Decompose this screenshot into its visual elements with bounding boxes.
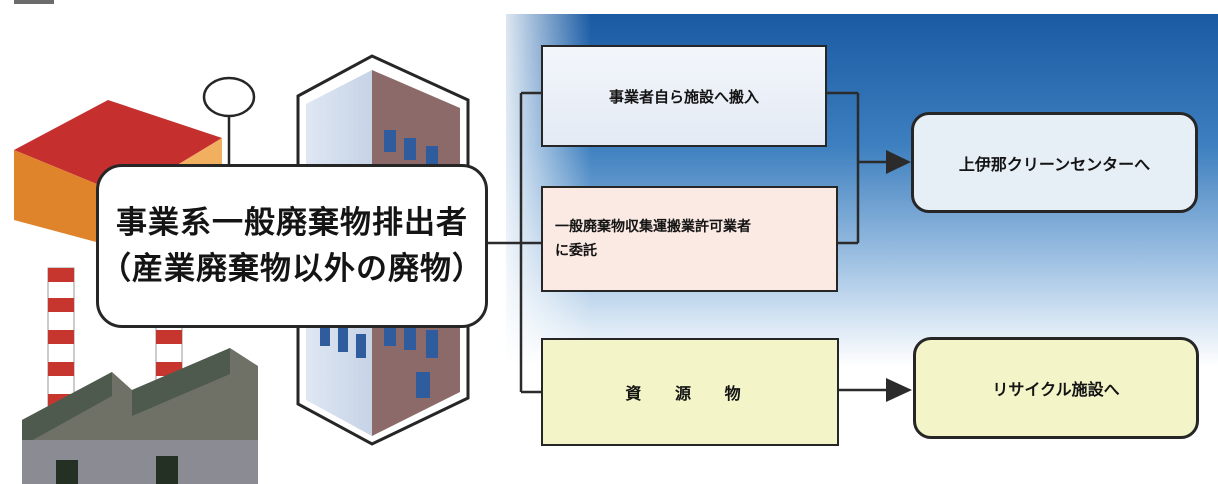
antenna-illustration (202, 76, 256, 170)
resources-box: 資 源 物 (541, 338, 839, 446)
header-mark (14, 0, 54, 4)
clean-center-label: 上伊那クリーンセンターへ (958, 154, 1151, 174)
discharger-title: 事業系一般廃棄物排出者 (116, 205, 468, 241)
contractor-label-line2: に委託 (555, 243, 597, 259)
recycling-facility-box: リサイクル施設へ (913, 337, 1199, 439)
arrow-to-recycling (886, 378, 912, 402)
resources-label: 資 源 物 (625, 384, 755, 403)
licensed-contractor-box: 一般廃棄物収集運搬業許可業者 に委託 (541, 186, 838, 292)
contractor-label-line1: 一般廃棄物収集運搬業許可業者 (555, 219, 751, 235)
clean-center-box: 上伊那クリーンセンターへ (911, 112, 1198, 213)
header-stripe (14, 0, 374, 5)
self-transport-box: 事業者自ら施設へ搬入 (541, 45, 827, 147)
flow-connectors (488, 91, 888, 394)
discharger-subtitle: （産業廃棄物以外の廃物） (100, 251, 484, 287)
discharger-box: 事業系一般廃棄物排出者 （産業廃棄物以外の廃物） (96, 164, 488, 328)
self-transport-label: 事業者自ら施設へ搬入 (608, 87, 759, 106)
recycling-label: リサイクル施設へ (992, 380, 1120, 399)
arrow-to-clean-center (886, 150, 911, 174)
